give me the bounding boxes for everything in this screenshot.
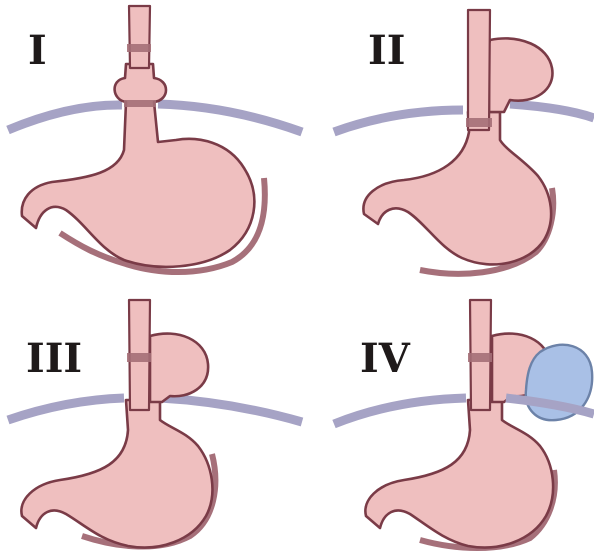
sphincter-band-iii [127,353,151,362]
stomach-iv [365,400,553,548]
panel-label-ii: II [368,27,405,74]
diaphragm-right-iii [160,398,302,422]
hiatus-band-i [124,100,156,107]
diaphragm-left-i [8,105,122,130]
panel-ii: II [334,10,594,274]
stomach-i [22,64,255,267]
panel-iv: IV [334,300,594,548]
diaphragm-left-iii [8,398,124,420]
herniated-fundus-iii [150,334,208,402]
diaphragm-left-ii [334,110,463,132]
esophagus-ii [468,10,490,130]
sphincter-band-iv [468,353,492,362]
esophagus-i [129,6,150,68]
panel-i: I [8,6,302,272]
stomach-ii [363,112,551,264]
panel-label-iv: IV [360,335,411,382]
herniated-fundus-ii [489,38,552,112]
diaphragm-right-i [158,104,302,132]
panel-iii: III [8,300,302,548]
panel-label-i: I [28,27,47,74]
panel-label-iii: III [26,335,82,382]
stomach-iii [21,400,212,548]
sphincter-band-ii [466,118,492,127]
sphincter-band-i [127,44,151,52]
diaphragm-right-ii [510,104,594,118]
diaphragm-left-iv [334,398,466,424]
